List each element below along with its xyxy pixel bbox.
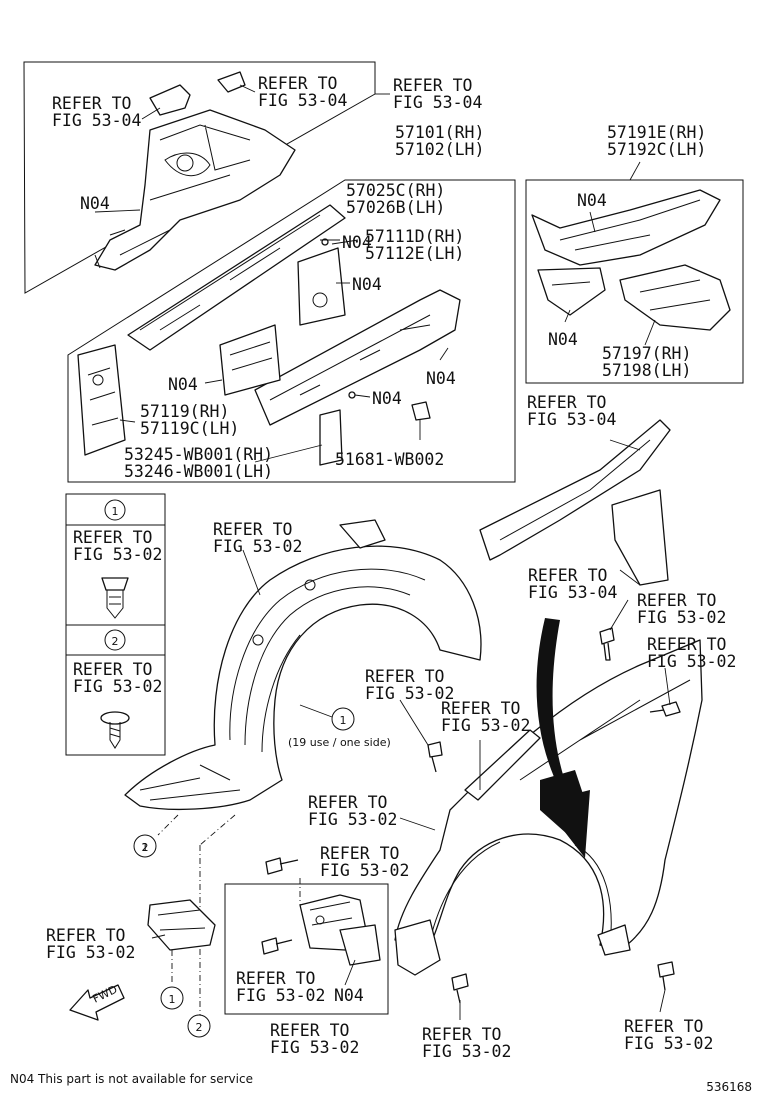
bolts [261,627,681,1004]
callout-number: 2 [142,841,149,854]
member-group-box [67,179,516,483]
part-number-label: 57111D(RH)57112E(LH) [365,227,464,263]
part-number-label: 53245-WB001(RH)53246-WB001(LH) [124,445,273,481]
n04-label: N04 [334,986,364,1005]
callout-number: 1 [340,714,347,727]
n04-label: N04 [342,233,372,252]
bracket-detail-box [224,883,389,1015]
part-number-label: 57197(RH)57198(LH) [602,344,691,380]
fender-liner-drawing [124,519,482,811]
callout-number: 1 [142,841,149,854]
part-number-label: 51681-WB002 [335,450,444,469]
diagram-id: 536168 [706,1080,752,1094]
part-number-label: 57101(RH)57102(LH) [395,123,484,159]
fwd-arrow [69,984,125,1021]
n04-label: N04 [548,330,578,349]
callout-number: 1 [169,993,176,1006]
usage-note: (19 use / one side) [288,736,391,749]
n04-label: N04 [168,375,198,394]
callout-number: 2 [196,1021,203,1034]
member-drawing [77,204,461,466]
apron-upper-drawing [94,71,296,271]
part-number-label: 57025C(RH)57026B(LH) [346,181,445,217]
callout-number: 2 [112,635,119,648]
n04-label: N04 [352,275,382,294]
n04-label: N04 [426,369,456,388]
bracket-detail-drawing [299,894,381,966]
clip-legend [65,493,166,756]
bracket-group-box [525,179,744,384]
n04-label: N04 [80,194,110,213]
part-number-label: 57191E(RH)57192C(LH) [607,123,706,159]
service-footnote: N04 This part is not available for servi… [10,1072,253,1086]
bracket-drawing [531,189,731,331]
side-bracket-drawing [147,899,216,951]
n04-label: N04 [372,389,402,408]
callout-number: 1 [112,505,119,518]
part-number-label: 57119(RH)57119C(LH) [140,402,239,438]
n04-label: N04 [577,191,607,210]
